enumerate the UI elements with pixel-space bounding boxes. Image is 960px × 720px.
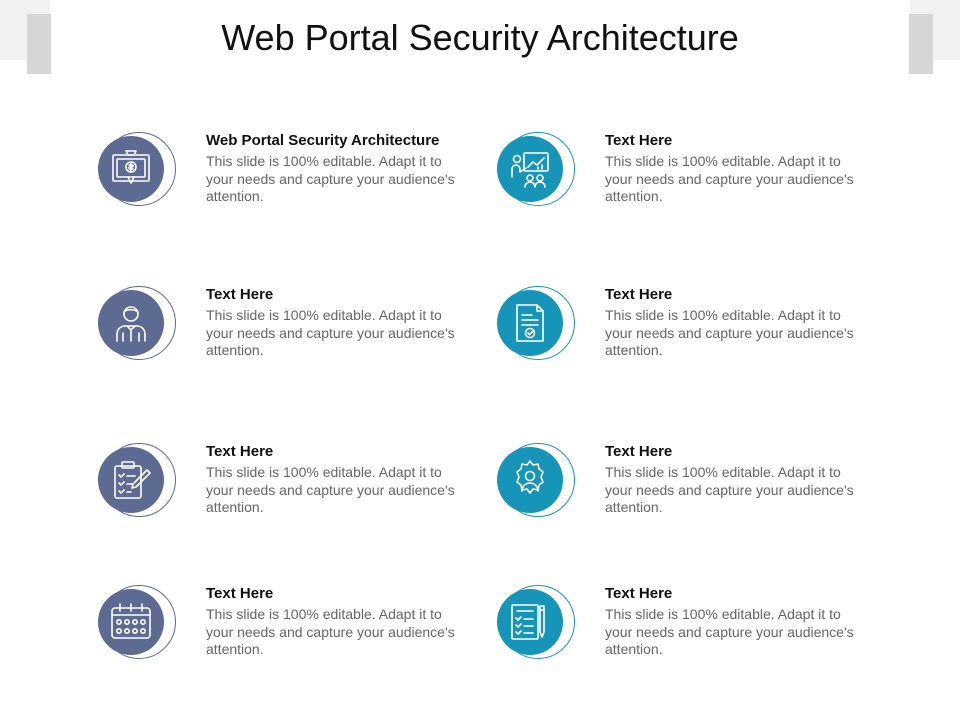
checklist-pen-icon: [511, 604, 545, 640]
item-body: This slide is 100% editable. Adapt it to…: [206, 464, 455, 515]
presentation-meeting-icon: [511, 152, 549, 188]
gear-person-icon: [516, 460, 544, 494]
item-title: Text Here: [605, 585, 673, 602]
item-body: This slide is 100% editable. Adapt it to…: [605, 606, 854, 657]
item-title: Text Here: [206, 443, 274, 460]
corner-decor-left-dark: [27, 14, 51, 74]
icon-disc: [497, 290, 563, 356]
item-title: Text Here: [206, 585, 274, 602]
icon-disc: [98, 290, 164, 356]
feature-item: Text Here This slide is 100% editable. A…: [497, 132, 897, 222]
item-title: Text Here: [605, 286, 673, 303]
item-title: Web Portal Security Architecture: [206, 132, 440, 149]
feature-item: Text Here This slide is 100% editable. A…: [98, 443, 498, 533]
money-certificate-icon: [112, 150, 150, 184]
item-title: Text Here: [605, 132, 673, 149]
slide-title: Web Portal Security Architecture: [221, 17, 739, 58]
feature-item: Text Here This slide is 100% editable. A…: [98, 585, 498, 675]
item-body: This slide is 100% editable. Adapt it to…: [605, 464, 854, 515]
calendar-icon: [111, 603, 151, 639]
icon-disc: [497, 447, 563, 513]
icon-disc: [98, 136, 164, 202]
item-title: Text Here: [605, 443, 673, 460]
feature-item: Text Here This slide is 100% editable. A…: [98, 286, 498, 376]
icon-disc: [98, 447, 164, 513]
clipboard-checklist-icon: [114, 461, 151, 499]
icon-disc: [497, 136, 563, 202]
feature-item: Text Here This slide is 100% editable. A…: [497, 286, 897, 376]
certificate-document-icon: [516, 304, 544, 342]
item-body: This slide is 100% editable. Adapt it to…: [206, 153, 455, 204]
item-title: Text Here: [206, 286, 274, 303]
icon-disc: [98, 589, 164, 655]
businessman-icon: [116, 306, 146, 342]
item-body: This slide is 100% editable. Adapt it to…: [206, 606, 455, 657]
item-body: This slide is 100% editable. Adapt it to…: [605, 307, 854, 358]
item-body: This slide is 100% editable. Adapt it to…: [206, 307, 455, 358]
item-body: This slide is 100% editable. Adapt it to…: [605, 153, 854, 204]
feature-item: Text Here This slide is 100% editable. A…: [497, 585, 897, 675]
icon-disc: [497, 589, 563, 655]
feature-item: Web Portal Security Architecture This sl…: [98, 132, 498, 222]
corner-decor-right-dark: [909, 14, 933, 74]
feature-item: Text Here This slide is 100% editable. A…: [497, 443, 897, 533]
